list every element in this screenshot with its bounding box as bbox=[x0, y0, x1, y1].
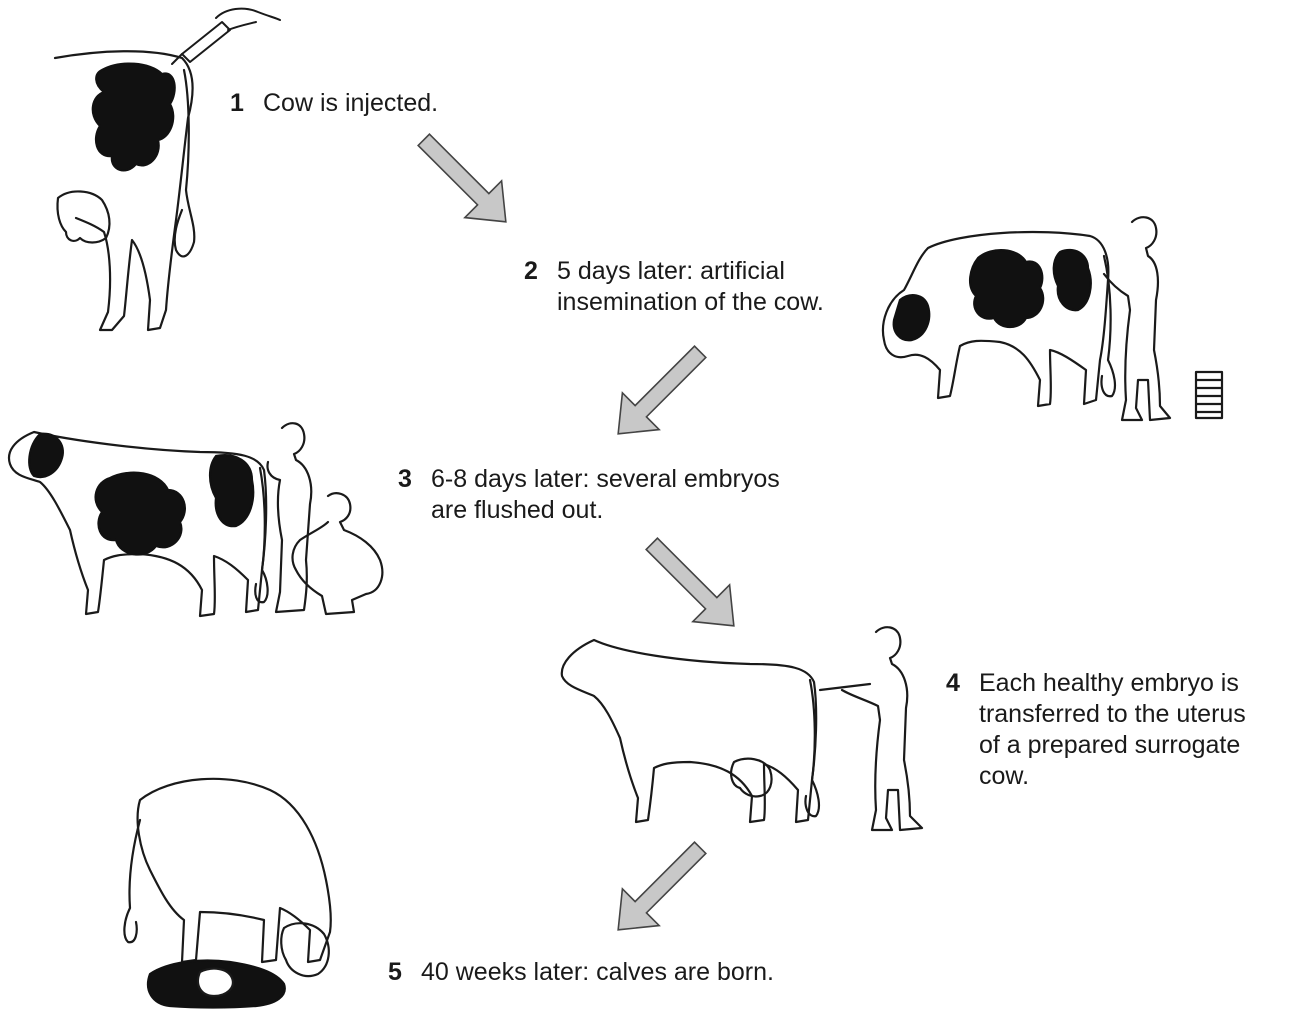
step-text-line: 6-8 days later: several embryos bbox=[431, 464, 780, 495]
step-text: Cow is injected. bbox=[263, 88, 438, 119]
step-3-caption: 3 6-8 days later: several embryos are fl… bbox=[398, 464, 780, 526]
step-text: 5 days later: artificial insemination of… bbox=[557, 256, 824, 318]
step-text-line: insemination of the cow. bbox=[557, 287, 824, 318]
arrow-2-to-3 bbox=[600, 333, 719, 452]
step-text: 6-8 days later: several embryos are flus… bbox=[431, 464, 780, 526]
step-text-line: cow. bbox=[979, 761, 1246, 792]
step-text: Each healthy embryo is transferred to th… bbox=[979, 668, 1246, 792]
step-text-line: Cow is injected. bbox=[263, 88, 438, 119]
arrow-3-to-4 bbox=[633, 525, 752, 644]
step-text: 40 weeks later: calves are born. bbox=[421, 957, 774, 988]
step-text-line: 40 weeks later: calves are born. bbox=[421, 957, 774, 988]
step-text-line: of a prepared surrogate bbox=[979, 730, 1246, 761]
step-4-caption: 4 Each healthy embryo is transferred to … bbox=[946, 668, 1246, 792]
step-text-line: 5 days later: artificial bbox=[557, 256, 824, 287]
step-text-line: are flushed out. bbox=[431, 495, 780, 526]
step-1-caption: 1 Cow is injected. bbox=[230, 88, 438, 119]
arrow-1-to-2 bbox=[405, 121, 524, 240]
step-number: 3 bbox=[398, 464, 412, 495]
step-text-line: transferred to the uterus bbox=[979, 699, 1246, 730]
step-number: 4 bbox=[946, 668, 960, 699]
step-number: 1 bbox=[230, 88, 244, 119]
step-2-caption: 2 5 days later: artificial insemination … bbox=[524, 256, 824, 318]
step-number: 2 bbox=[524, 256, 538, 287]
step-5-caption: 5 40 weeks later: calves are born. bbox=[388, 957, 774, 988]
arrow-4-to-5 bbox=[600, 829, 719, 948]
step-number: 5 bbox=[388, 957, 402, 988]
step-text-line: Each healthy embryo is bbox=[979, 668, 1246, 699]
